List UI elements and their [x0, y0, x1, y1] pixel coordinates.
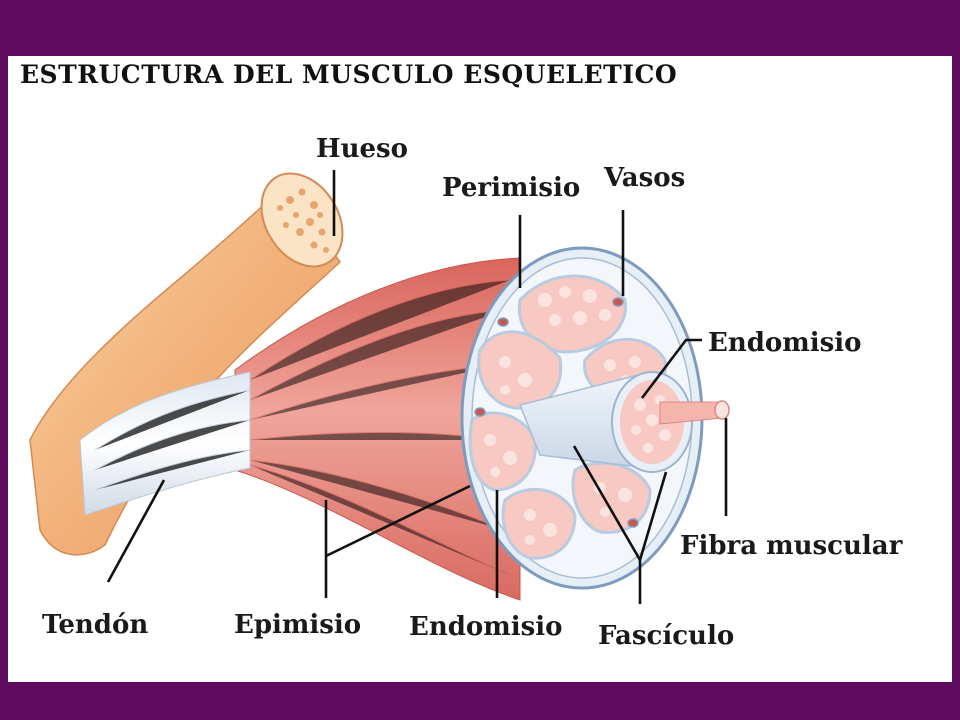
blood-vessels	[474, 297, 639, 528]
label-hueso: Hueso	[316, 134, 408, 164]
label-fibra-muscular: Fibra muscular	[680, 531, 903, 561]
extruded-fascicle	[518, 371, 693, 473]
label-perimisio: Perimisio	[442, 173, 580, 203]
page-title: ESTRUCTURA DEL MUSCULO ESQUELETICO	[20, 60, 678, 89]
label-vasos: Vasos	[603, 163, 685, 193]
label-fasciculo: Fascículo	[598, 621, 734, 651]
label-tendon: Tendón	[42, 610, 148, 640]
muscle-belly	[234, 257, 521, 601]
tendon	[79, 371, 251, 516]
label-endomisio-top: Endomisio	[708, 328, 862, 358]
leader-lines	[106, 170, 728, 604]
muscle-fiber	[659, 400, 730, 425]
label-endomisio-bottom: Endomisio	[409, 612, 563, 642]
label-epimisio: Epimisio	[234, 610, 361, 640]
